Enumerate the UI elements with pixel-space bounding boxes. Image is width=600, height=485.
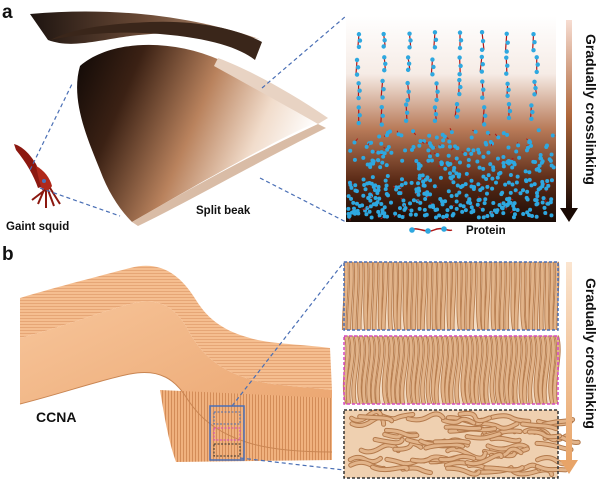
fiber-inset-wavy [342,335,561,405]
zoom-lines-b [231,261,345,471]
label-split-beak: Split beak [196,205,251,217]
ccna-block [19,265,333,462]
protein-crosslink-inset [346,16,556,222]
crosslinking-arrow-a [560,20,578,222]
label-ccna: CCNA [36,409,76,425]
fiber-inset-aligned [341,261,560,331]
side-label-b: Gradually crosslinking [583,278,599,429]
panel-b-letter: b [2,244,14,265]
fiber-inset-entangled [343,409,581,479]
label-giant-squid: Gaint squid [6,221,69,233]
panel-a-letter: a [2,2,13,23]
label-protein: Protein [466,225,506,237]
giant-squid-icon [14,144,61,208]
crosslinking-arrow-b [560,262,578,474]
side-label-a: Gradually crosslinking [583,34,599,185]
ccna-zoom-region [209,405,245,461]
protein-legend-symbol [409,226,453,234]
zoom-lines-a [29,15,347,223]
split-beak-illustration [30,11,328,226]
protein-chains [346,30,556,221]
